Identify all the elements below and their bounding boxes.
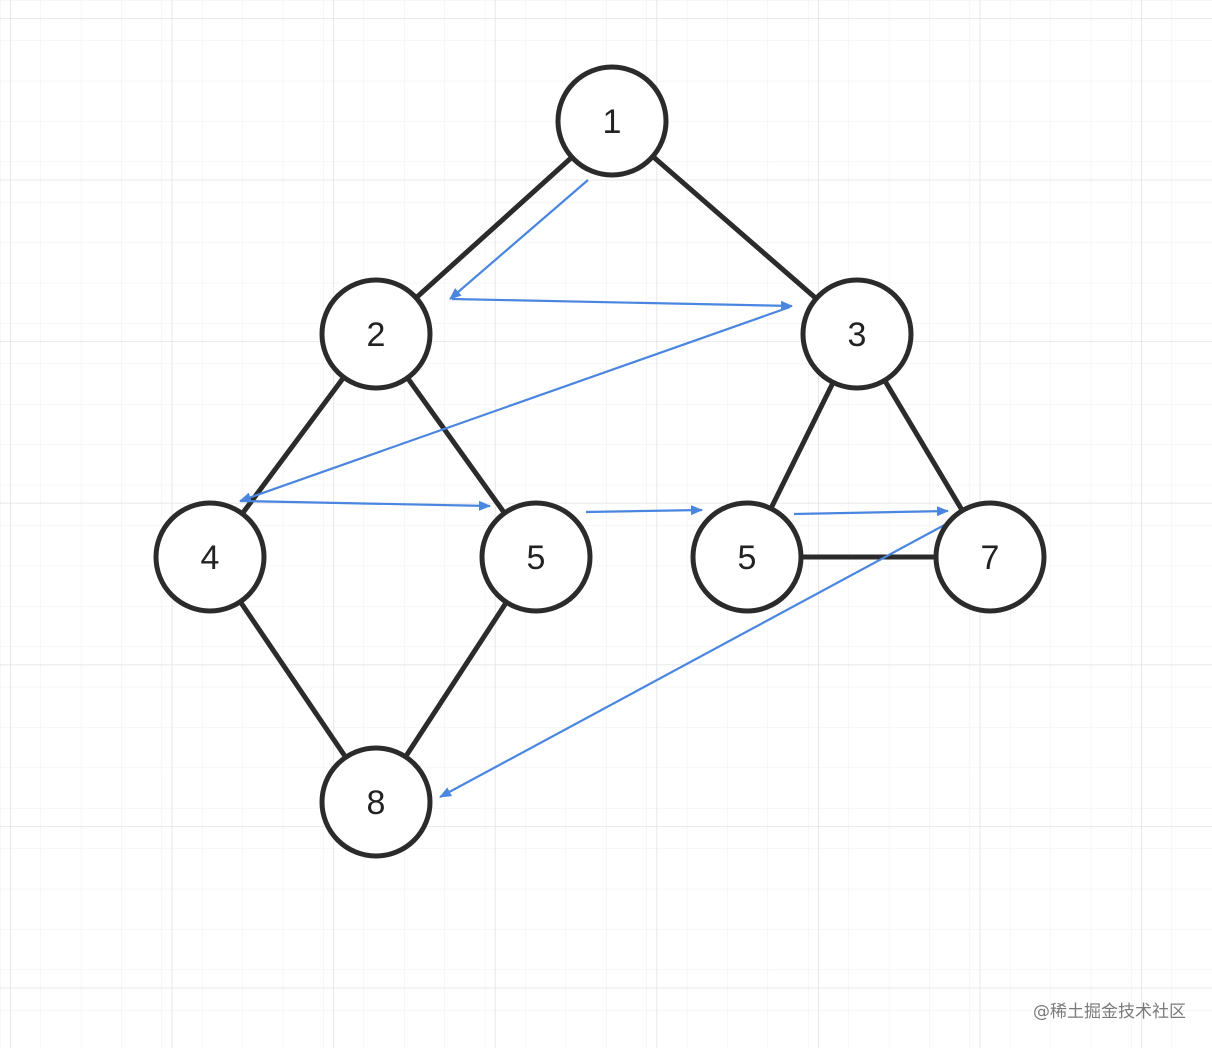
- node-4: 4: [153, 500, 267, 614]
- traversal-arrow-5-to-5: [585, 505, 703, 516]
- node-5-right: 5: [690, 500, 804, 614]
- traversal-arrow-2-to-3: [451, 297, 793, 311]
- node-3-circle: [800, 277, 914, 391]
- node-2-circle: [319, 277, 433, 391]
- node-7-label: 7: [981, 539, 1000, 577]
- node-8-label: 8: [367, 784, 386, 822]
- node-3: 3: [800, 277, 914, 391]
- node-2-label: 2: [367, 316, 386, 354]
- traversal-arrow-1-to-2: [449, 179, 589, 300]
- node-8-circle: [319, 745, 433, 859]
- node-4-label: 4: [201, 539, 220, 577]
- node-1: 1: [555, 64, 669, 178]
- node-1-label: 1: [603, 103, 622, 141]
- node-5-left-label: 5: [527, 539, 546, 577]
- node-2: 2: [319, 277, 433, 391]
- traversal-arrow-4-to-5: [239, 499, 491, 511]
- node-4-circle: [153, 500, 267, 614]
- traversal-arrows: [239, 179, 951, 798]
- traversal-arrow-7-to-8: [439, 521, 951, 798]
- node-3-label: 3: [848, 316, 867, 354]
- watermark-text: @稀土掘金技术社区: [1033, 1002, 1186, 1022]
- traversal-arrow-5-to-7: [793, 506, 949, 517]
- node-5-right-label: 5: [738, 539, 757, 577]
- node-5-right-circle: [690, 500, 804, 614]
- traversal-arrow-3-to-4: [239, 305, 791, 503]
- node-8: 8: [319, 745, 433, 859]
- node-7: 7: [933, 500, 1047, 614]
- node-7-circle: [933, 500, 1047, 614]
- node-1-circle: [555, 64, 669, 178]
- node-5-left: 5: [479, 500, 593, 614]
- node-5-left-circle: [479, 500, 593, 614]
